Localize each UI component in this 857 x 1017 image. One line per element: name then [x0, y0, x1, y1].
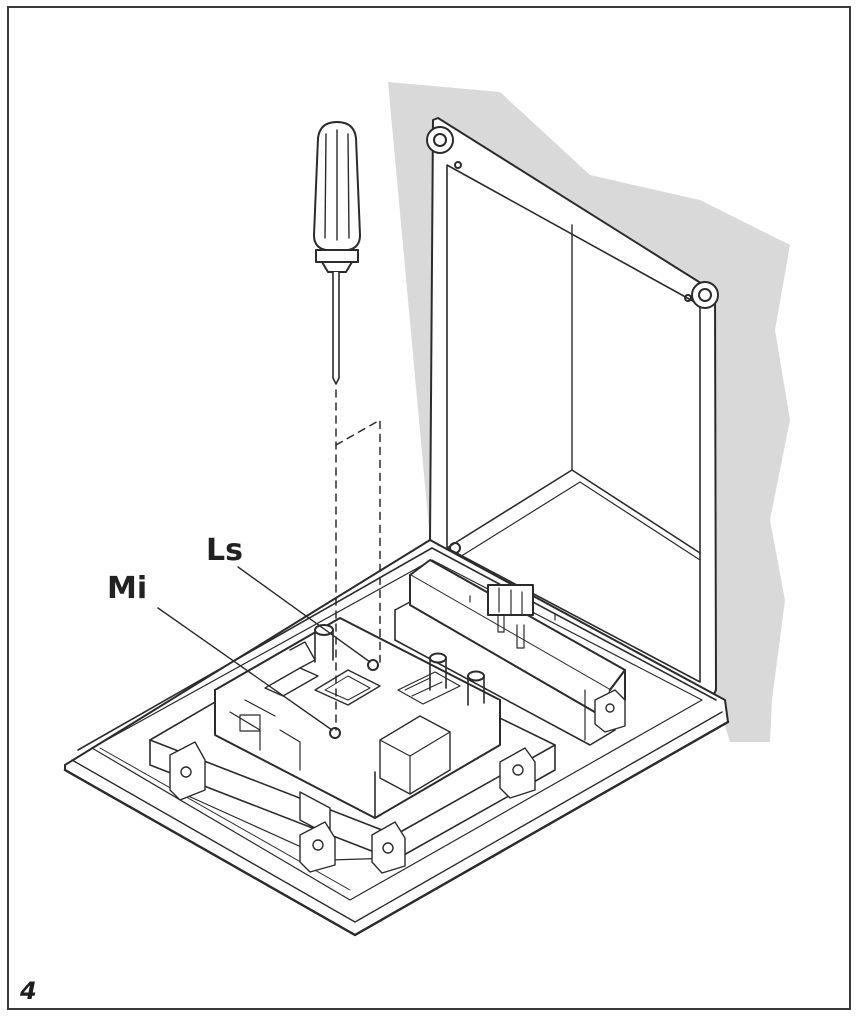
screwdriver-icon — [313, 121, 361, 385]
guide-lines — [335, 389, 381, 731]
lid — [426, 117, 719, 699]
screw-hole-ls — [367, 659, 379, 671]
lid-screw-hole-right — [691, 281, 719, 309]
label-ls: Ls — [206, 533, 243, 568]
leader-mi — [157, 607, 333, 731]
center-opening — [314, 669, 381, 706]
figure-number: 4 — [20, 977, 37, 1005]
control-module — [149, 617, 626, 874]
label-mi: Mi — [107, 571, 148, 606]
leader-ls — [237, 566, 371, 663]
screw-hole-mi — [329, 727, 341, 739]
lid-screw-hole-top — [426, 126, 454, 154]
